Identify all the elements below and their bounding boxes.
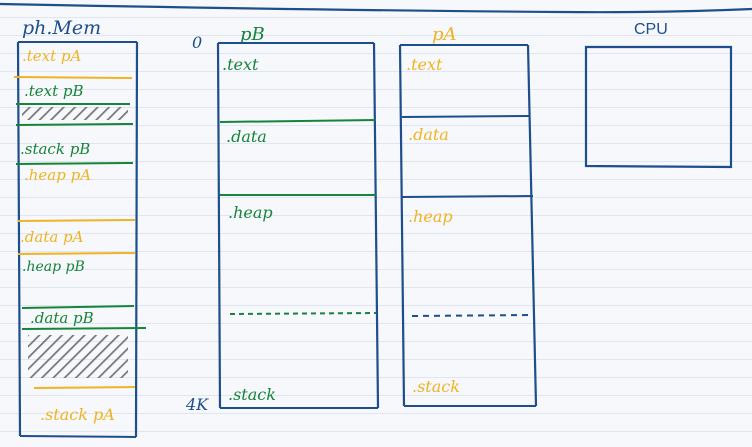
divider-line [17, 252, 136, 255]
pb-segment-data: .data [226, 127, 267, 146]
pb-start-address: 0 [192, 33, 202, 52]
divider-line [13, 76, 133, 79]
divider-line [411, 314, 534, 317]
pb-segment-stack: .stack [228, 385, 276, 404]
divider-line [401, 115, 531, 118]
divider-line [219, 119, 377, 123]
divider-line [15, 123, 134, 126]
divider-line [15, 162, 134, 165]
hatched-region [28, 335, 128, 378]
phys-label-stack-pb: .stack pB [20, 140, 90, 158]
phys-label-data-pb: .data pB [30, 309, 94, 327]
pb-end-address: 4K [185, 395, 209, 414]
phys-label-text-pb: .text pB [24, 82, 84, 100]
pa-title: pA [432, 24, 457, 45]
pa-segment-text: .text [406, 55, 443, 74]
pa-segment-data: .data [408, 125, 449, 144]
pb-segment-text: .text [222, 55, 259, 74]
cpu-title: CPU [634, 21, 668, 38]
pb-address-space [216, 42, 380, 409]
top-border-line [0, 2, 752, 14]
divider-line [21, 327, 147, 330]
divider-line [401, 195, 534, 198]
cpu-box [584, 45, 733, 169]
phys-mem-title: ph.Mem [22, 17, 101, 39]
divider-line [17, 219, 136, 222]
divider-line [21, 305, 135, 309]
pb-segment-heap: .heap [228, 203, 273, 222]
hatched-region [22, 107, 128, 120]
divider-line [229, 312, 377, 315]
pa-segment-stack: .stack [412, 377, 460, 396]
phys-label-text-pa: .text pA [22, 47, 82, 65]
phys-label-data-pa: .data pA [20, 228, 84, 246]
phys-label-stack-pa: .stack pA [40, 405, 115, 424]
phys-label-heap-pb: .heap pB [22, 259, 85, 275]
divider-line [33, 386, 136, 389]
pa-segment-heap: .heap [408, 207, 453, 226]
phys-label-heap-pa: .heap pA [24, 166, 91, 184]
phys-mem-column [13, 41, 147, 438]
pa-address-space [398, 44, 538, 407]
pb-title: pB [240, 24, 265, 45]
